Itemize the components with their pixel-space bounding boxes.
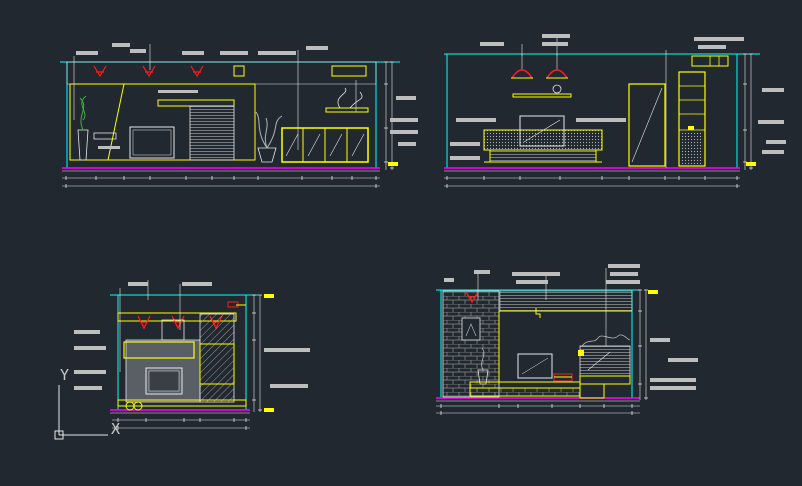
bed-base (489, 149, 597, 163)
shelf-ornament (552, 84, 562, 94)
door (628, 83, 666, 167)
ucs-icon: Y X (54, 366, 120, 440)
vase (77, 129, 89, 161)
level-mark (648, 290, 658, 294)
ucs-x-label: X (111, 420, 120, 438)
ceiling-band (66, 61, 377, 85)
ucs-origin-box (54, 430, 64, 440)
elevation-d-brick-wall[interactable] (436, 264, 698, 415)
elevation-a-tv-wall[interactable] (60, 43, 418, 188)
headboard (483, 129, 603, 151)
wall-shelf (325, 107, 369, 113)
ceiling-slats (499, 290, 633, 312)
shelf-cabinet (681, 132, 703, 164)
ornament (133, 401, 143, 411)
potted-plant (255, 111, 283, 149)
tv-wall-panel (69, 83, 256, 161)
hatched-panel-frame (199, 343, 235, 385)
level-mark (388, 162, 398, 166)
tv-inner (132, 129, 172, 156)
brick-wall (442, 290, 500, 398)
headboard-picture (519, 115, 565, 147)
elevation-b-bed-wall[interactable] (444, 34, 786, 188)
downlight (142, 65, 156, 78)
shelf-item (688, 126, 694, 130)
elevation-c-tv-cabinet[interactable] (74, 280, 310, 430)
downlight-group (93, 65, 204, 78)
switch-box (578, 350, 584, 356)
ucs-y-label: Y (60, 366, 69, 384)
dimension-lines (62, 44, 393, 187)
level-symbol (535, 308, 541, 318)
vase-plant (79, 95, 87, 131)
plant-pot (257, 147, 277, 163)
dimension-ticks (117, 294, 262, 430)
blind-panel (189, 105, 235, 161)
vase (477, 369, 489, 385)
planter-ledge (579, 375, 631, 385)
shelf-strip (157, 99, 235, 107)
tv-screen (517, 353, 553, 379)
switch-box (233, 65, 245, 77)
level-mark (264, 294, 274, 298)
door-diagonal (631, 87, 663, 163)
tv-inner (148, 370, 180, 392)
tv-screen (129, 126, 175, 159)
wall-picture (461, 317, 481, 341)
planter-greenery (581, 334, 631, 347)
platform-base (469, 387, 581, 397)
bookshelf (678, 71, 706, 167)
wall-picture (161, 319, 185, 341)
annotation-labels (76, 43, 418, 149)
annotation-labels (450, 34, 786, 160)
ceiling-soffit (117, 312, 237, 322)
upper-cabinet (123, 341, 195, 359)
pendant-lamps (511, 54, 568, 79)
hatched-panel (199, 313, 235, 403)
tv-screen (145, 367, 183, 395)
glass-reflection (285, 133, 365, 157)
downlight (190, 65, 204, 78)
wall-shelf (512, 93, 572, 98)
shelf-plant (337, 87, 363, 109)
level-mark (264, 408, 274, 412)
planter-box (579, 345, 631, 377)
level-mark (746, 162, 756, 166)
dimension-ticks (65, 61, 394, 188)
wall-niche (331, 65, 367, 77)
downlight (93, 65, 107, 78)
cabinet (579, 383, 605, 399)
downlight (465, 291, 479, 304)
dimension-ticks (440, 289, 648, 415)
tv-cabinet (117, 399, 247, 407)
book-box (93, 132, 117, 140)
annotation-labels (444, 264, 698, 390)
dimension-lines (444, 36, 752, 187)
dimension-lines (112, 280, 261, 429)
dimension-ticks (446, 53, 753, 188)
annotation-labels (74, 282, 310, 390)
